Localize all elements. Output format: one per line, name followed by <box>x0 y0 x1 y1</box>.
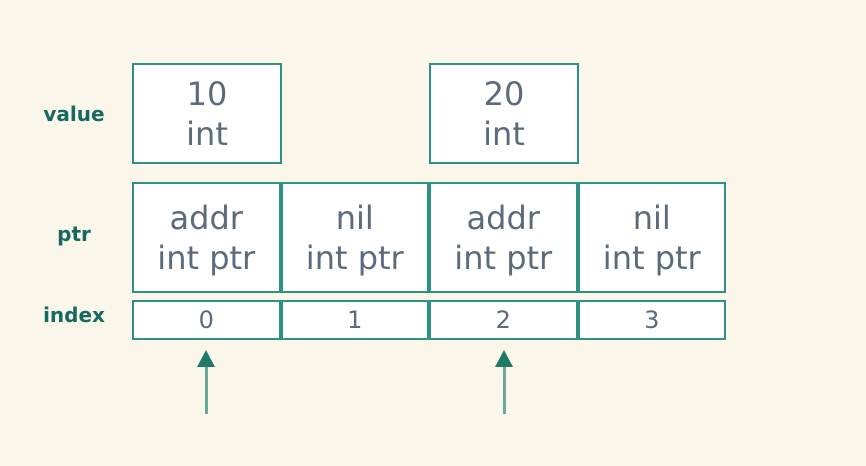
arrow-shaft <box>204 367 208 414</box>
arrow-to-index-0 <box>197 350 215 414</box>
ptr-cell-2-value: addr <box>466 198 540 237</box>
ptr-cell-0-type: int ptr <box>157 238 256 277</box>
arrow-to-index-2 <box>495 350 513 414</box>
value-box-0-number: 10 <box>186 74 228 113</box>
index-row: 0 1 2 3 <box>132 300 726 340</box>
ptr-row: addr int ptr nil int ptr addr int ptr ni… <box>132 182 726 293</box>
index-row-label: index <box>43 303 105 327</box>
ptr-cell-3-type: int ptr <box>602 238 701 277</box>
index-cell-2: 2 <box>429 300 578 340</box>
ptr-cell-1-value: nil <box>335 198 374 237</box>
arrow-head-icon <box>197 350 215 367</box>
ptr-cell-0-value: addr <box>169 198 243 237</box>
ptr-row-label: ptr <box>57 222 91 246</box>
ptr-cell-1-type: int ptr <box>305 238 404 277</box>
ptr-cell-2: addr int ptr <box>429 182 578 293</box>
ptr-cell-1: nil int ptr <box>280 182 429 293</box>
ptr-cell-3: nil int ptr <box>577 182 726 293</box>
value-box-1: 20 int <box>429 63 579 164</box>
value-box-0-type: int <box>186 114 228 153</box>
index-cell-1: 1 <box>280 300 429 340</box>
index-cell-3: 3 <box>577 300 726 340</box>
value-box-1-number: 20 <box>483 74 525 113</box>
ptr-cell-0: addr int ptr <box>132 182 281 293</box>
ptr-cell-2-type: int ptr <box>454 238 553 277</box>
value-row-label: value <box>43 102 105 126</box>
value-box-1-type: int <box>483 114 525 153</box>
value-box-0: 10 int <box>132 63 282 164</box>
index-cell-0: 0 <box>132 300 281 340</box>
arrow-shaft <box>502 367 506 414</box>
ptr-cell-3-value: nil <box>632 198 671 237</box>
arrow-head-icon <box>495 350 513 367</box>
